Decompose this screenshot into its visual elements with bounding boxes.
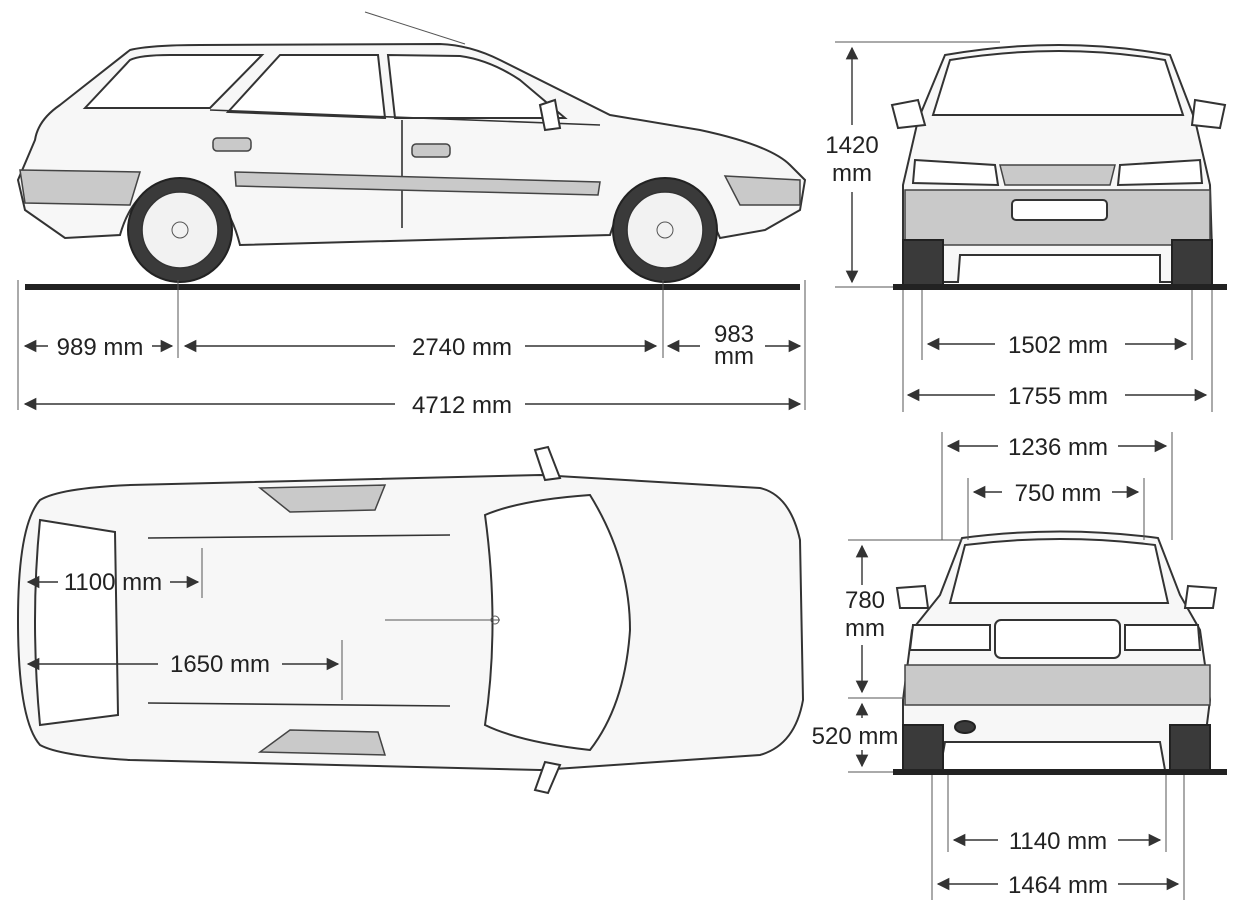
headlight-left <box>911 158 1000 187</box>
front-bumper-side <box>723 175 801 206</box>
exhaust-icon <box>954 720 976 734</box>
wheel-icon <box>127 177 233 283</box>
side-mirror-icon <box>1190 98 1227 130</box>
centre-mark <box>490 615 500 625</box>
rear-door-window <box>225 54 387 120</box>
headlight-right <box>1116 158 1204 187</box>
side-mirror-icon <box>895 584 930 609</box>
front-door-window <box>386 53 568 119</box>
rear-bumper-side <box>19 169 142 206</box>
belt-line <box>209 109 601 126</box>
rear-tyre-left <box>902 724 944 771</box>
wheel-icon <box>612 177 718 283</box>
side-rubbing-strip <box>234 171 601 196</box>
rear-quarter-window <box>82 54 265 109</box>
tail-light-right <box>1124 624 1202 651</box>
front-grille <box>999 164 1116 186</box>
side-mirror-icon <box>538 98 562 132</box>
dim-overall-width: 1755 mm <box>1008 383 1108 410</box>
rear-tyre-right <box>1169 724 1211 771</box>
side-mirror-icon <box>890 98 927 130</box>
badge-icon <box>1011 199 1108 221</box>
side-mirror-icon <box>533 760 562 795</box>
front-tyre-right <box>1171 239 1213 286</box>
dim-wheelbase: 2740 mm <box>412 334 512 361</box>
rear-door-handle <box>212 137 252 152</box>
dim-load-length-seats-up: 1100 mm <box>64 569 162 596</box>
number-plate <box>994 619 1121 659</box>
top-body <box>16 473 805 772</box>
side-mirror-icon <box>533 445 562 482</box>
tail-light-left <box>908 624 991 651</box>
dim-cargo-top-width: 1236 mm <box>1008 434 1108 461</box>
dim-front-overhang: 989 mm <box>57 334 144 361</box>
side-mirror-icon <box>1183 584 1218 609</box>
rear-screen <box>948 538 1170 604</box>
dim-load-sill-height: 520 mm <box>812 723 899 750</box>
dim-overall-length: 4712 mm <box>412 392 512 419</box>
dim-cargo-width-between-arches: 1140 mm <box>1009 828 1107 855</box>
dim-cargo-inner-width: 750 mm <box>1015 480 1102 507</box>
dim-front-track: 1502 mm <box>1008 332 1108 359</box>
top-view: 1100 mm 1650 mm <box>16 445 805 795</box>
dim-rear-width: 1464 mm <box>1008 872 1108 899</box>
front-door-handle <box>411 143 451 158</box>
dim-load-length-seats-down: 1650 mm <box>170 651 270 678</box>
antenna <box>364 11 466 45</box>
roof-rail <box>147 702 451 707</box>
roof-rail <box>147 534 451 539</box>
roof-window-bottom <box>257 729 387 756</box>
windscreen-top <box>483 493 632 752</box>
rear-bumper <box>904 664 1211 706</box>
windscreen <box>931 50 1185 116</box>
rear-window-top <box>34 518 120 727</box>
front-tyre-left <box>902 239 944 286</box>
roof-window-top <box>257 484 387 513</box>
